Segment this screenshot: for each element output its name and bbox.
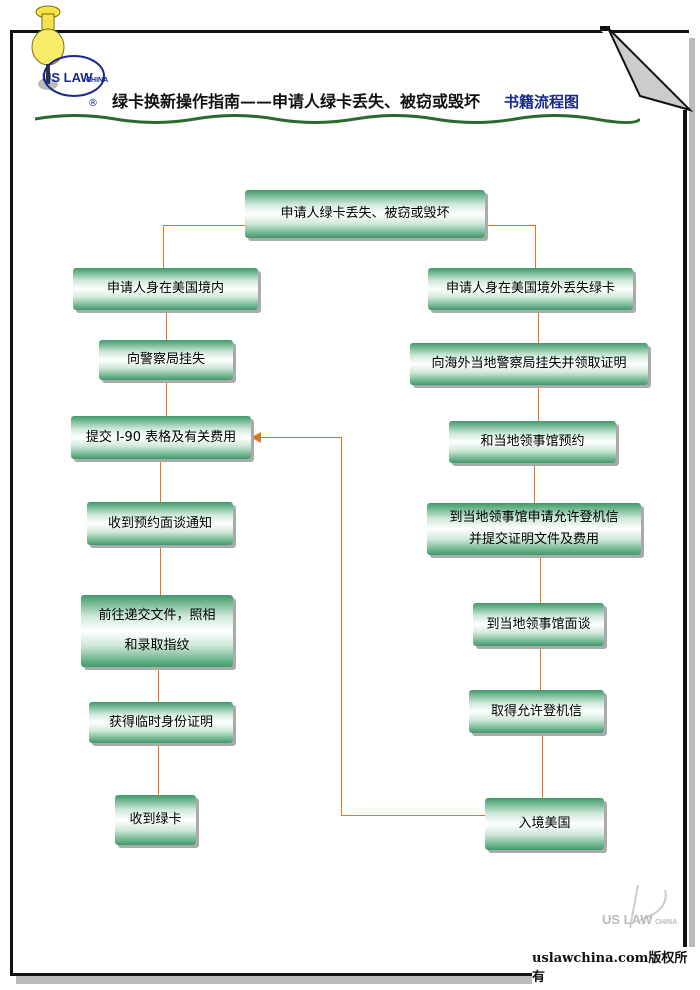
page-edge (683, 110, 687, 976)
svg-text:®: ® (88, 98, 98, 109)
page-subtitle: 书籍流程图 (504, 93, 580, 111)
flow-left-step: 提交 I-90 表格及有关费用 (71, 416, 251, 459)
flow-root: 申请人绿卡丢失、被窃或毁坏 (245, 190, 485, 238)
copyright-text: uslawchina.com版权所有 (532, 947, 700, 985)
svg-text:US LAW: US LAW (42, 70, 93, 85)
watermark-logo-icon: US LAW CHINA (602, 884, 677, 929)
flow-left-step: 向警察局挂失 (99, 340, 233, 380)
header: 绿卡换新操作指南——申请人绿卡丢失、被窃或毁坏 书籍流程图 (112, 88, 579, 112)
flow-right-step: 申请人身在美国境外丢失绿卡 (428, 268, 633, 310)
divider-vine (35, 114, 640, 124)
flow-right-step: 取得允许登机信 (469, 690, 604, 733)
step-line: 和录取指纹 (124, 638, 190, 653)
page-title: 绿卡换新操作指南——申请人绿卡丢失、被窃或毁坏 (112, 92, 481, 111)
flow-right-step: 到当地领事馆面谈 (473, 603, 604, 646)
logo-icon: US LAW CHINA ® (31, 5, 108, 109)
flow-left-step: 申请人身在美国境内 (73, 268, 258, 310)
flow-left-step: 获得临时身份证明 (89, 702, 233, 743)
folded-corner-icon (600, 26, 694, 112)
svg-text:CHINA: CHINA (86, 77, 108, 84)
step-line: 前往递交文件，照相 (98, 608, 216, 623)
flow-left-step: 收到预约面谈通知 (87, 502, 233, 545)
flow-left-step: 收到绿卡 (115, 795, 196, 845)
flow-right-step: 和当地领事馆预约 (449, 421, 616, 463)
flow-right-step: 入境美国 (485, 798, 604, 850)
arrow-head-icon (251, 432, 261, 443)
svg-text:CHINA: CHINA (655, 919, 677, 926)
svg-text:US LAW: US LAW (602, 912, 653, 927)
flow-left-step: 前往递交文件，照相和录取指纹 (81, 595, 233, 667)
step-line: 并提交证明文件及费用 (468, 532, 599, 547)
step-line: 到当地领事馆申请允许登机信 (449, 510, 619, 525)
flow-right-step: 向海外当地警察局挂失并领取证明 (410, 343, 648, 385)
flow-right-step: 到当地领事馆申请允许登机信并提交证明文件及费用 (427, 503, 641, 555)
